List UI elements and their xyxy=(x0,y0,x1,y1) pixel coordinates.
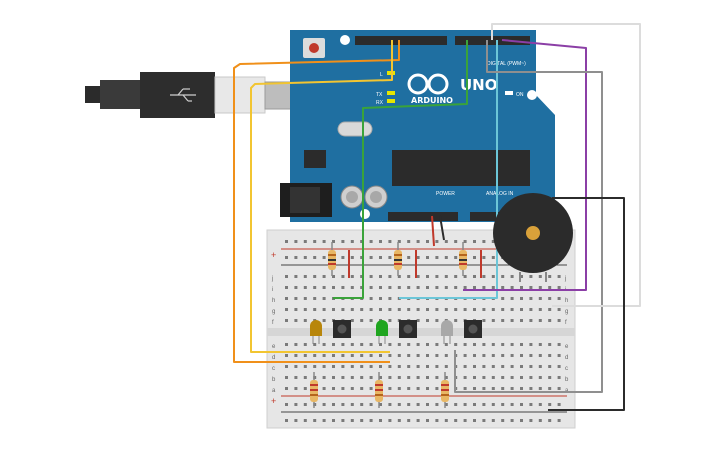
components-middle xyxy=(310,320,482,344)
led-white xyxy=(441,320,453,344)
orange-wire xyxy=(233,40,400,363)
white-wire xyxy=(491,23,641,307)
cyan-wire xyxy=(399,40,498,299)
analog-label: ANALOG IN xyxy=(486,191,514,197)
purple-wire xyxy=(463,39,587,291)
resistor xyxy=(459,242,467,276)
row-letter: b xyxy=(565,377,569,383)
tx-label: TX xyxy=(376,92,383,98)
on-led xyxy=(505,91,513,95)
rx-label: RX xyxy=(376,100,384,106)
row-letter: d xyxy=(565,355,568,361)
push-button[interactable] xyxy=(399,320,417,338)
row-letter: g xyxy=(272,309,275,315)
usb-cable xyxy=(85,72,303,118)
digital-label: DIGITAL (PWM~) xyxy=(487,61,526,67)
row-letter: b xyxy=(272,377,276,383)
row-letter: d xyxy=(272,355,275,361)
crystal xyxy=(337,121,373,137)
power-header xyxy=(388,212,458,221)
usb-icon xyxy=(170,88,196,102)
row-letter: h xyxy=(565,298,568,304)
arduino-board: DIGITAL (PWM~) L TX RX ON ARDUINO UNO xyxy=(280,30,555,222)
rx-led xyxy=(387,99,395,103)
logo-text: ARDUINO xyxy=(411,96,453,105)
l-label: L xyxy=(380,72,383,78)
yellow-wire xyxy=(250,40,393,353)
piezo-buzzer xyxy=(493,193,573,282)
tx-led xyxy=(387,91,395,95)
on-label: ON xyxy=(516,92,524,98)
row-letter: e xyxy=(272,344,276,350)
digital-header-left xyxy=(355,36,447,45)
row-letter: j xyxy=(564,276,566,282)
push-button[interactable] xyxy=(464,320,482,338)
black-wire-gnd xyxy=(439,215,445,241)
arduino-logo: ARDUINO UNO xyxy=(407,73,498,105)
row-letter: f xyxy=(272,320,274,326)
resistors-bottom xyxy=(310,372,449,408)
resistor xyxy=(328,242,336,276)
power-label: POWER xyxy=(436,191,455,197)
led-green xyxy=(376,320,388,344)
rail-plus-bottom: + xyxy=(271,396,276,406)
resistor xyxy=(394,242,402,276)
row-letter: i xyxy=(272,287,273,293)
gray-wire xyxy=(454,40,603,393)
row-letter: a xyxy=(272,388,276,394)
row-letter: e xyxy=(565,344,569,350)
resistor xyxy=(375,372,383,408)
row-letter: h xyxy=(272,298,275,304)
led-yellow xyxy=(310,320,322,344)
green-wire xyxy=(333,40,468,299)
resistor xyxy=(441,372,449,408)
voltage-regulator xyxy=(304,150,326,168)
wires xyxy=(233,23,641,411)
row-letter: g xyxy=(565,309,568,315)
digital-header-right xyxy=(455,36,530,45)
atmega-chip xyxy=(392,150,530,186)
resistor xyxy=(310,372,318,408)
row-letter: c xyxy=(272,366,275,372)
row-letter: j xyxy=(271,276,273,282)
rail-plus-top: + xyxy=(271,250,276,260)
row-letter: c xyxy=(565,366,568,372)
push-button[interactable] xyxy=(333,320,351,338)
row-letter: f xyxy=(565,320,567,326)
model-text: UNO xyxy=(460,76,498,94)
black-wire xyxy=(548,197,625,411)
red-wire-5v xyxy=(431,215,435,247)
resistors-top xyxy=(328,242,482,278)
